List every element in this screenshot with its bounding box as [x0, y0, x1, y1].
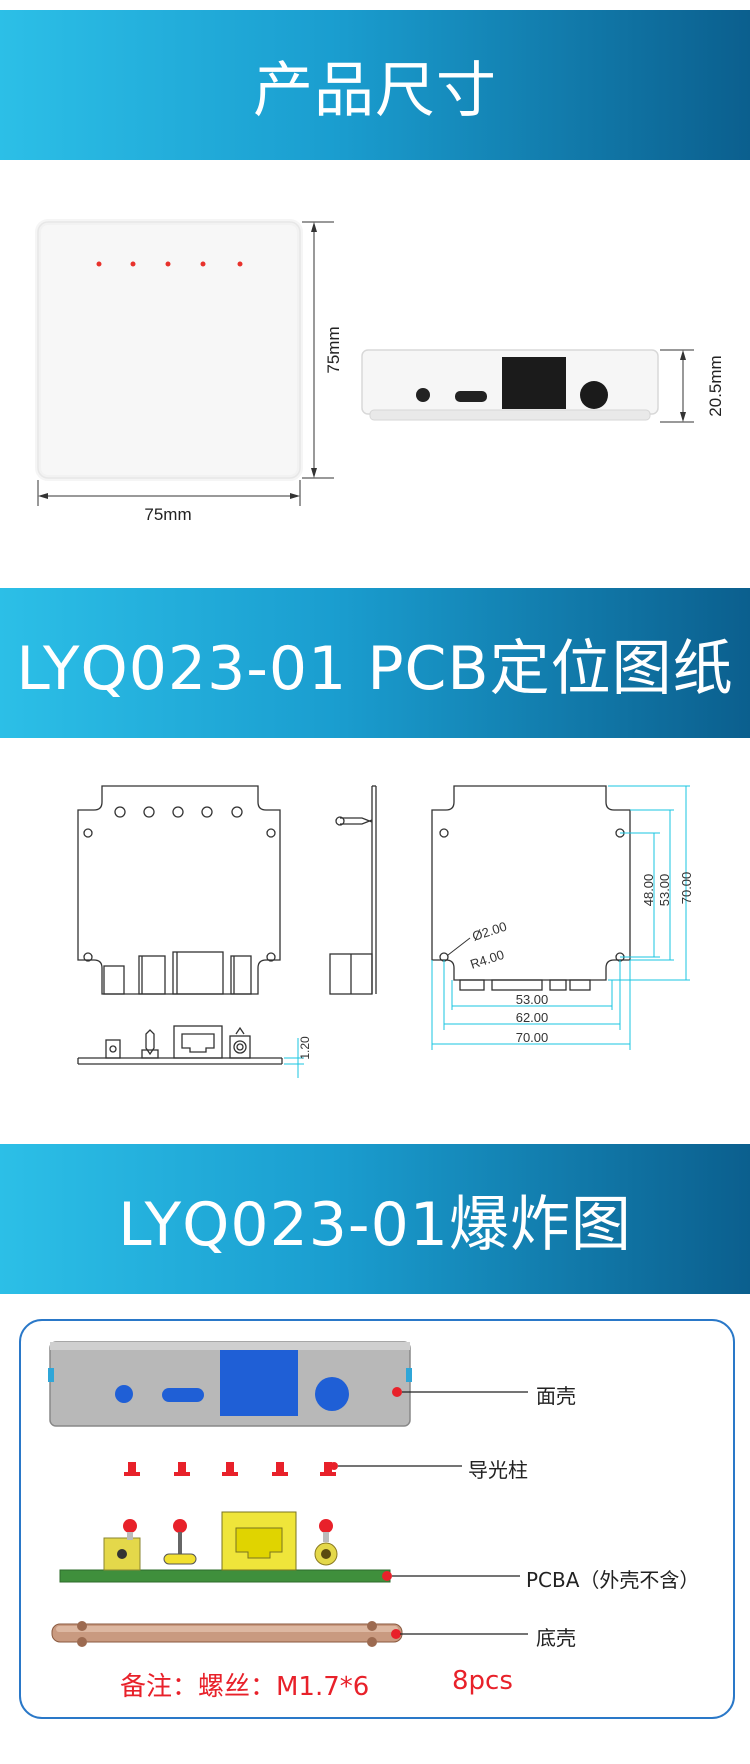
- dim-62-horizontal: 62.00: [516, 1010, 549, 1025]
- banner-title: LYQ023-01爆炸图: [118, 1189, 632, 1260]
- label-pcba: PCBA（外壳不含）: [526, 1568, 700, 1592]
- exploded-illustration: [19, 1319, 735, 1719]
- led-hole: [201, 806, 213, 818]
- horizontal-dimensions: [431, 960, 631, 1050]
- dc-jack: [416, 388, 430, 402]
- front-height-dimension: [302, 221, 334, 479]
- exploded-section: 面壳 导光柱 PCBA（外壳不含） 底壳 备注：螺丝：M1.7*6 8pcs: [0, 1316, 750, 1724]
- pcb-top-view: [77, 785, 281, 995]
- face-shell: [48, 1341, 412, 1427]
- antenna-connector: [580, 381, 608, 409]
- screw-count: 8pcs: [452, 1666, 513, 1696]
- led-hole: [172, 806, 184, 818]
- exploded-frame: [19, 1319, 735, 1719]
- led-hole: [114, 806, 126, 818]
- thickness-label: 1.20: [298, 1036, 312, 1060]
- banner-exploded: LYQ023-01爆炸图: [0, 1144, 750, 1294]
- front-width-label: 75mm: [144, 505, 191, 524]
- dimensions-section: 75mm 75mm 20.5mm: [0, 160, 750, 570]
- pcb-drawing: 1.20 Ø2.00 R4.00 53.00: [77, 785, 694, 1078]
- pcb-front-view: [77, 1025, 283, 1065]
- dim-53-vertical: 53.00: [657, 874, 672, 907]
- label-light-guide: 导光柱: [468, 1458, 528, 1482]
- bottom-shell: [51, 1621, 403, 1647]
- ethernet-port: [502, 357, 566, 409]
- banner-dimensions: 产品尺寸: [0, 10, 750, 160]
- banner-pcb: LYQ023-01 PCB定位图纸: [0, 588, 750, 738]
- dim-70-vertical: 70.00: [679, 872, 694, 905]
- led-hole: [231, 806, 243, 818]
- pcb-bottom-view: [431, 785, 631, 991]
- led-indicator: [130, 261, 136, 267]
- micro-usb-port: [455, 391, 487, 402]
- pcb-side-view: [329, 785, 377, 995]
- light-guides: [124, 1462, 338, 1476]
- screw-note: 备注：螺丝：M1.7*6: [120, 1672, 370, 1702]
- led-indicator: [96, 261, 102, 267]
- front-height-label: 75mm: [324, 326, 343, 373]
- label-face-shell: 面壳: [536, 1384, 576, 1408]
- dim-70-horizontal: 70.00: [516, 1030, 549, 1045]
- led-hole: [143, 806, 155, 818]
- vertical-dimensions: [608, 785, 690, 981]
- pcba: [59, 1511, 392, 1583]
- led-indicator: [165, 261, 171, 267]
- dim-48-vertical: 48.00: [641, 874, 656, 907]
- label-bottom-shell: 底壳: [536, 1626, 576, 1650]
- hole-diameter-label: Ø2.00: [470, 919, 508, 944]
- dimensions-illustration: 75mm 75mm 20.5mm: [35, 219, 725, 524]
- front-width-dimension: [37, 480, 301, 506]
- device-front-view: [35, 219, 303, 481]
- device-side-view: [361, 349, 659, 421]
- side-height-dimension: [660, 349, 694, 423]
- side-height-label: 20.5mm: [706, 355, 725, 416]
- pcb-drawing-section: 1.20 Ø2.00 R4.00 53.00: [0, 738, 750, 1138]
- led-indicator: [200, 261, 206, 267]
- corner-radius-label: R4.00: [468, 947, 506, 972]
- banner-title: LYQ023-01 PCB定位图纸: [16, 633, 734, 704]
- banner-title: 产品尺寸: [253, 55, 497, 126]
- dim-53-horizontal: 53.00: [516, 992, 549, 1007]
- led-indicator: [237, 261, 243, 267]
- thickness-dimension: [284, 1038, 304, 1078]
